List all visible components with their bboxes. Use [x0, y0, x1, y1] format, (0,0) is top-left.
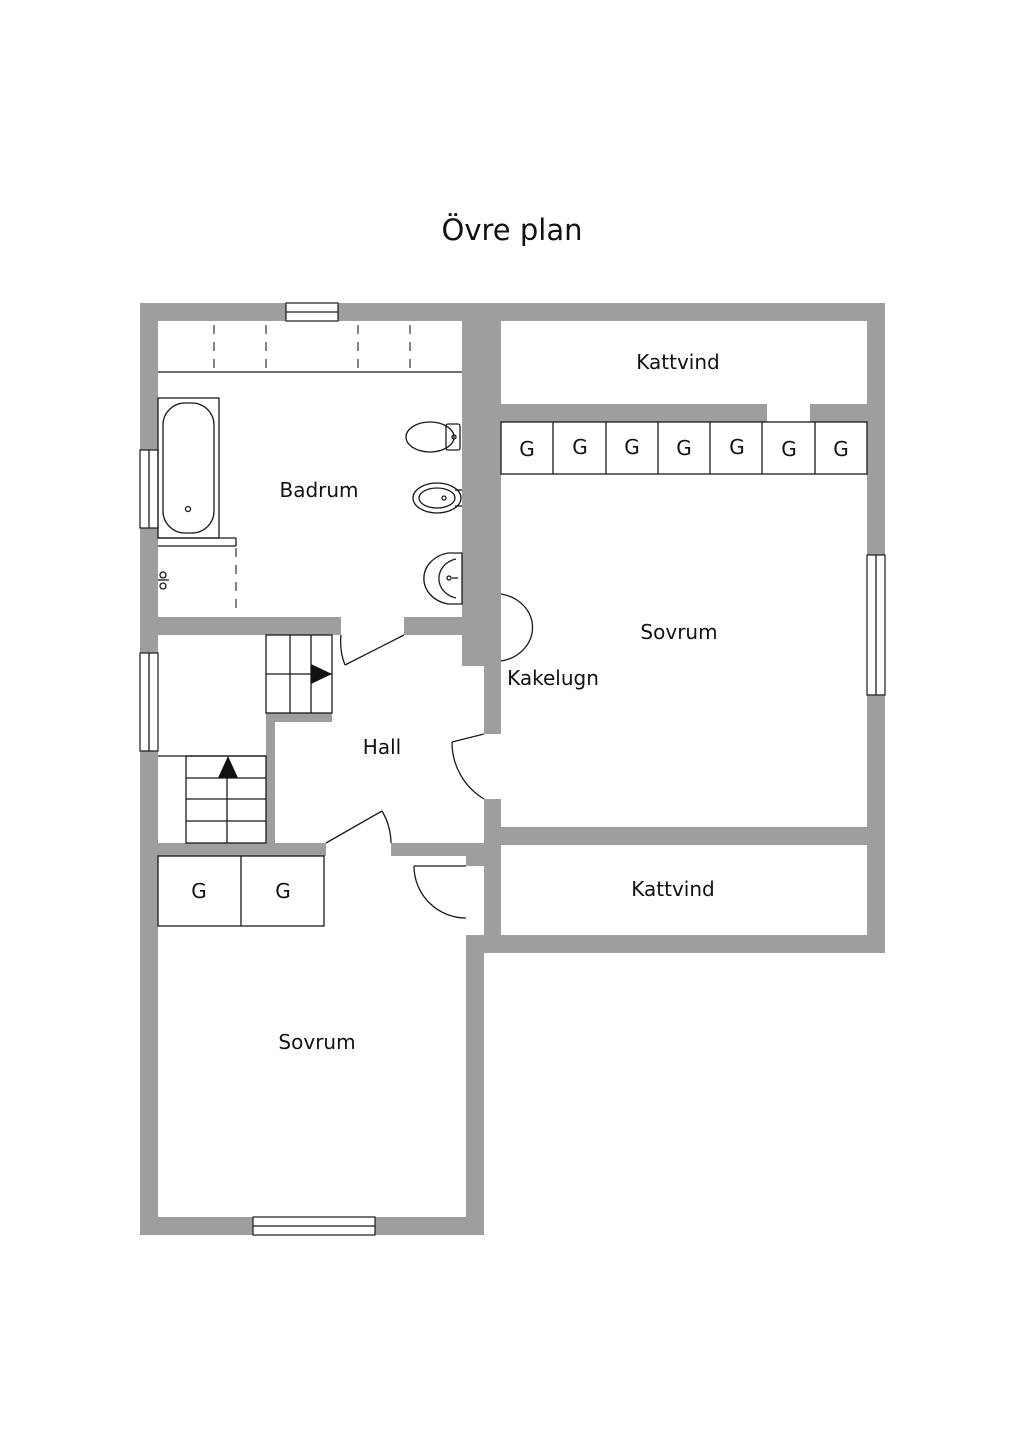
wardrobe-label: G [833, 437, 849, 461]
toilet-icon [405, 421, 461, 453]
door-kattvind-swing [413, 865, 467, 919]
room-labels: Kattvind Badrum Sovrum Kakelugn Hall Kat… [278, 350, 719, 1054]
doors [325, 634, 485, 919]
hall-wall-bottom-right [391, 843, 484, 856]
bathtub-drain [184, 505, 192, 513]
outer-wall-lower-right [466, 935, 484, 1235]
kattvind-top-wall-left [484, 404, 767, 422]
bathroom-fixtures [157, 325, 463, 615]
hall-wall-bottom-left [140, 843, 326, 856]
staircase [158, 634, 333, 844]
bathroom-wall-bottom-left [140, 617, 341, 635]
hall-wall-stub [466, 856, 484, 866]
kattvind-bottom-left-wall [484, 845, 501, 935]
wardrobe-label: G [519, 437, 535, 461]
kakelugn-stove-icon [500, 593, 534, 662]
walls [140, 303, 885, 1235]
door-bathroom-swing [339, 634, 346, 666]
kattvind-bottom-wall [484, 827, 885, 845]
plan-title: Övre plan [442, 213, 583, 247]
door-lower-bedroom-swing [381, 810, 392, 844]
wardrobe-label: G [275, 879, 291, 903]
room-label-kattvind-bottom: Kattvind [631, 877, 714, 901]
wardrobe-label: G [676, 436, 692, 460]
wardrobe-row-top-frame [500, 421, 868, 475]
bathroom-wall-bottom-right [404, 617, 501, 635]
wardrobe-label: G [624, 435, 640, 459]
stair-wall-horizontal [266, 713, 332, 722]
wardrobe-row-bottom: G G [157, 855, 325, 927]
bidet-icon [412, 482, 462, 514]
outer-wall-top [140, 303, 885, 321]
stair-arrow-right-icon [311, 664, 332, 684]
wardrobe-row-top: G G G G G G G [500, 421, 868, 475]
windows [139, 302, 886, 1236]
stair-arrow-up-icon [218, 756, 238, 778]
room-label-kattvind-top: Kattvind [636, 350, 719, 374]
door-lower-bedroom-leaf [325, 810, 383, 844]
outer-wall-left [140, 303, 158, 1235]
outer-wall-bottom-right [466, 935, 885, 953]
wardrobe-label: G [572, 435, 588, 459]
room-label-hall: Hall [363, 735, 401, 759]
bathtub [157, 397, 220, 539]
wardrobe-label: G [781, 437, 797, 461]
room-label-badrum: Badrum [279, 478, 358, 502]
room-label-sovrum-right: Sovrum [640, 620, 717, 644]
room-label-kakelugn: Kakelugn [507, 666, 599, 690]
bathtub-basin [162, 402, 215, 534]
wardrobe-label: G [729, 435, 745, 459]
central-wall-upper [462, 303, 501, 666]
kattvind-top-wall-right [810, 404, 885, 422]
door-bedroom-leaf [451, 733, 485, 743]
door-bedroom-swing [451, 741, 485, 800]
wardrobe-label: G [191, 879, 207, 903]
sink-icon [423, 552, 463, 605]
chimney-notch [462, 636, 501, 666]
stair-wall-vertical [266, 713, 275, 843]
shower-tap-icon [158, 571, 169, 590]
room-label-sovrum-bottom: Sovrum [278, 1030, 355, 1054]
door-bathroom-leaf [344, 634, 405, 666]
